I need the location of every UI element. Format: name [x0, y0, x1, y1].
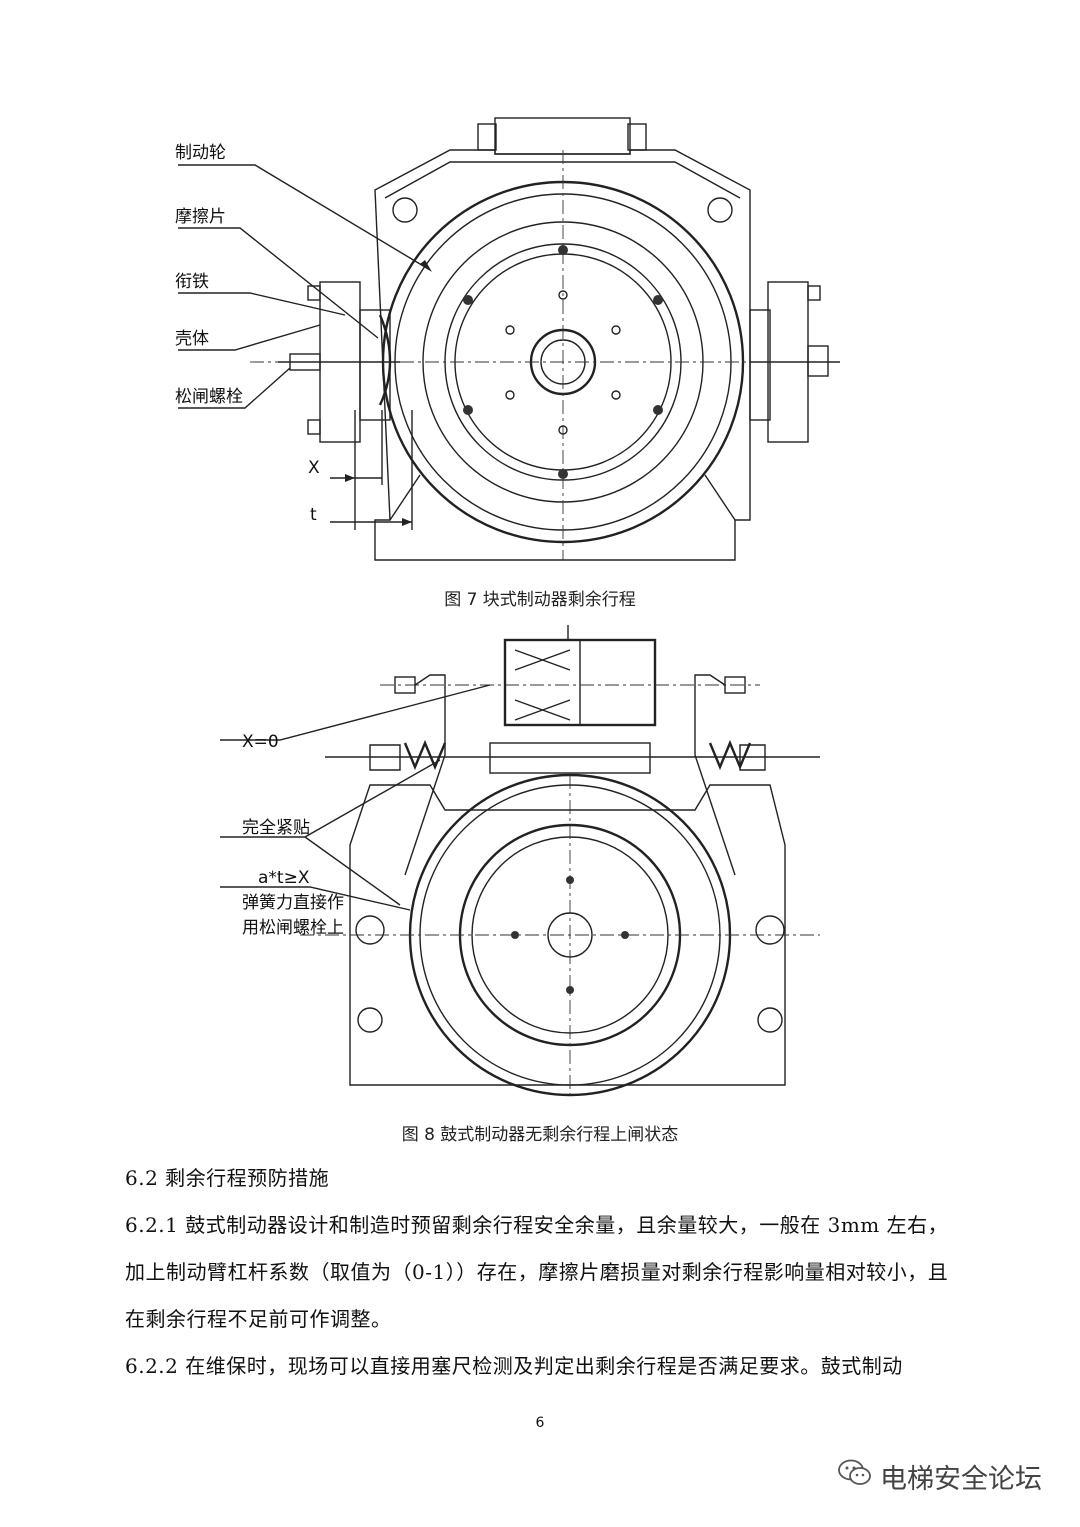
clearance-dimensions	[330, 410, 413, 530]
wechat-icon	[838, 1459, 872, 1494]
label-x-zero: X=0	[242, 732, 279, 752]
label-x: X	[308, 458, 320, 478]
label-spring-line2: 用松闸螺栓上	[242, 918, 344, 938]
label-armature: 衔铁	[175, 272, 209, 292]
figure-7-leaders	[178, 164, 432, 409]
label-formula: a*t≥X	[258, 868, 310, 888]
section-heading: 6.2 剩余行程预防措施	[125, 1166, 330, 1190]
label-t: t	[310, 505, 317, 525]
paragraph-6-2-1: 6.2.1 鼓式制动器设计和制造时预留剩余行程安全余量，且余量较大，一般在 3m…	[125, 1213, 949, 1331]
right-brake-shoe	[749, 281, 840, 443]
motor-housing-outline	[374, 117, 751, 561]
figure-7-drawing: 制动轮 摩擦片 衔铁 壳体 松闸螺栓 X t	[150, 110, 870, 570]
figure-8-caption: 图 8 鼓式制动器无剩余行程上闸状态	[401, 1125, 679, 1145]
paragraph-6-2-2: 6.2.2 在维保时，现场可以直接用塞尺检测及判定出剩余行程是否满足要求。鼓式制…	[125, 1354, 903, 1378]
figure-7-caption: 图 7 块式制动器剩余行程	[444, 590, 636, 610]
label-full-contact: 完全紧贴	[242, 818, 310, 838]
figure-8-drawing: X=0 完全紧贴 a*t≥X 弹簧力直接作 用松闸螺栓上	[220, 625, 820, 1110]
left-brake-shoe	[278, 281, 400, 443]
label-friction-pad: 摩擦片	[175, 207, 226, 227]
label-spring-line1: 弹簧力直接作	[242, 893, 344, 913]
label-housing: 壳体	[175, 329, 209, 349]
watermark: 电梯安全论坛	[838, 1457, 1042, 1496]
section-body: 6.2 剩余行程预防措施 6.2.1 鼓式制动器设计和制造时预留剩余行程安全余量…	[125, 1155, 965, 1390]
machine-frame	[349, 784, 786, 1086]
page-number: 6	[535, 1415, 545, 1431]
electromagnet	[503, 625, 657, 727]
brake-arms	[325, 674, 820, 876]
label-release-bolt: 松闸螺栓	[175, 387, 243, 407]
label-brake-wheel: 制动轮	[175, 143, 226, 163]
figure-8-leaders	[220, 684, 491, 911]
watermark-text: 电梯安全论坛	[880, 1464, 1042, 1495]
